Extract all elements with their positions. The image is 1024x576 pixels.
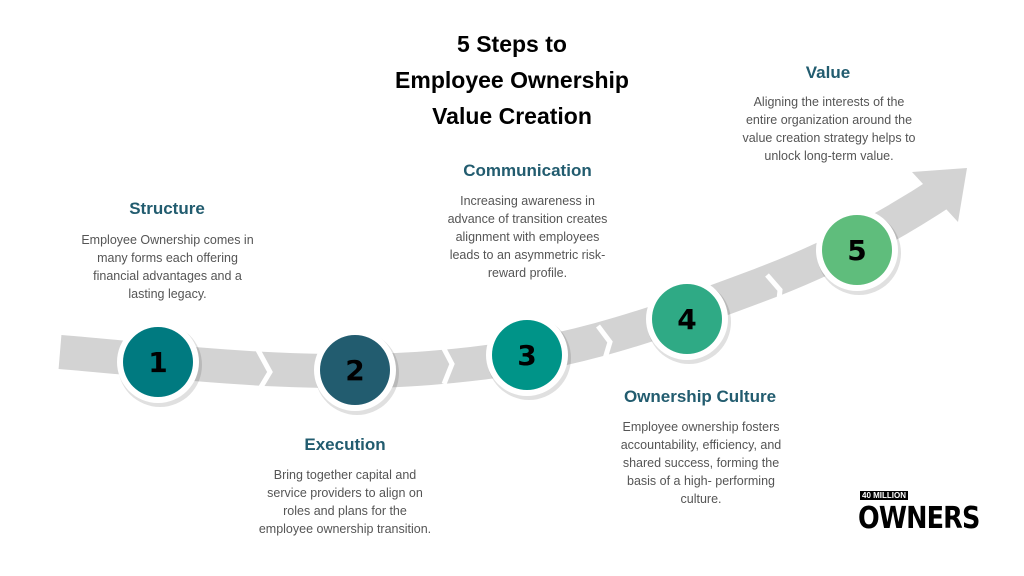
step-4-heading: Ownership Culture bbox=[623, 387, 777, 406]
owners-logo: OWNERS bbox=[858, 501, 980, 536]
step-3-heading: Communication bbox=[463, 161, 592, 180]
title-line: 5 Steps to bbox=[457, 31, 567, 57]
step-5-circle: 5 bbox=[816, 209, 901, 295]
step-2-description: Bring together capital and service provi… bbox=[258, 468, 432, 536]
step-number: 1 bbox=[148, 346, 167, 379]
step-2-circle: 2 bbox=[314, 329, 399, 415]
step-1-circle: 1 bbox=[117, 321, 202, 407]
step-3-circle: 3 bbox=[486, 314, 571, 400]
step-3-description: Increasing awareness in advance of trans… bbox=[447, 194, 608, 280]
step-number: 4 bbox=[677, 303, 696, 336]
step-number: 5 bbox=[847, 234, 866, 267]
step-number: 2 bbox=[345, 354, 364, 387]
step-4-description: Employee ownership fosters accountabilit… bbox=[620, 420, 782, 506]
title-line: Employee Ownership bbox=[395, 67, 629, 93]
arrow-head bbox=[912, 168, 967, 222]
step-5-description: Aligning the interests of the entire org… bbox=[742, 95, 916, 163]
step-4-circle: 4 bbox=[646, 278, 731, 364]
page-title: 5 Steps to Employee Ownership Value Crea… bbox=[362, 26, 662, 134]
step-5-heading: Value bbox=[805, 63, 851, 82]
owners-logo-subtext: 40 MILLION bbox=[860, 491, 909, 500]
step-1-heading: Structure bbox=[129, 199, 205, 218]
chevron-separators bbox=[255, 273, 783, 394]
step-2-heading: Execution bbox=[304, 435, 386, 454]
title-line: Value Creation bbox=[432, 103, 592, 129]
step-1-description: Employee Ownership comes in many forms e… bbox=[81, 233, 254, 301]
step-number: 3 bbox=[517, 339, 536, 372]
